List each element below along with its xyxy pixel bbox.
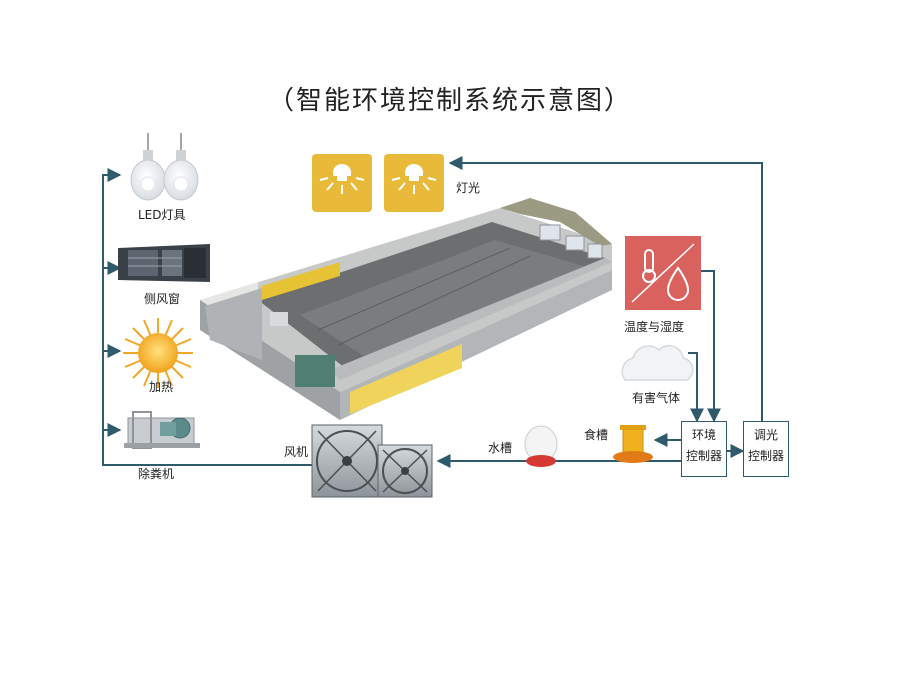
- led-lamp-icon: [130, 133, 199, 201]
- dimmer-controller-line2: 控制器: [747, 449, 784, 463]
- poultry-house-illustration: [200, 198, 612, 420]
- dimmer-controller-line1: 调光: [753, 428, 778, 442]
- label-fan: 风机: [284, 445, 309, 459]
- line-temp-to-controller: [700, 270, 721, 423]
- label-harmful-gas: 有害气体: [632, 391, 681, 405]
- label-water-trough: 水槽: [488, 441, 513, 455]
- line-dimmer-to-light: [448, 156, 763, 421]
- dimmer-controller-box: 调光 控制器: [743, 421, 789, 477]
- environment-controller-line2: 控制器: [685, 449, 722, 463]
- label-manure-remover: 除粪机: [138, 467, 175, 481]
- manure-remover-icon: [124, 411, 200, 449]
- environment-controller-line1: 环境: [691, 428, 716, 442]
- light-icon-2: [384, 154, 444, 212]
- line-gas-to-controller: [688, 352, 704, 423]
- harmful-gas-cloud-icon: [621, 344, 694, 381]
- heating-sun-icon: [123, 318, 193, 388]
- page-title: （智能环境控制系统示意图）: [267, 86, 632, 116]
- label-heating: 加热: [149, 380, 174, 394]
- line-fan-to-devices: [102, 168, 312, 466]
- label-feed-trough: 食槽: [584, 428, 609, 442]
- label-temp-humidity: 温度与湿度: [624, 320, 685, 334]
- temp-humidity-icon: [625, 236, 701, 310]
- feed-trough-icon: [613, 425, 653, 463]
- environment-controller-box: 环境 控制器: [681, 421, 727, 477]
- fan-icon: [311, 424, 433, 498]
- light-icon-1: [312, 154, 372, 212]
- label-led-lamp: LED灯具: [138, 208, 186, 222]
- label-light: 灯光: [456, 181, 481, 195]
- side-window-icon: [118, 244, 210, 282]
- label-side-window: 侧风窗: [144, 292, 181, 306]
- water-trough-icon: [524, 425, 558, 467]
